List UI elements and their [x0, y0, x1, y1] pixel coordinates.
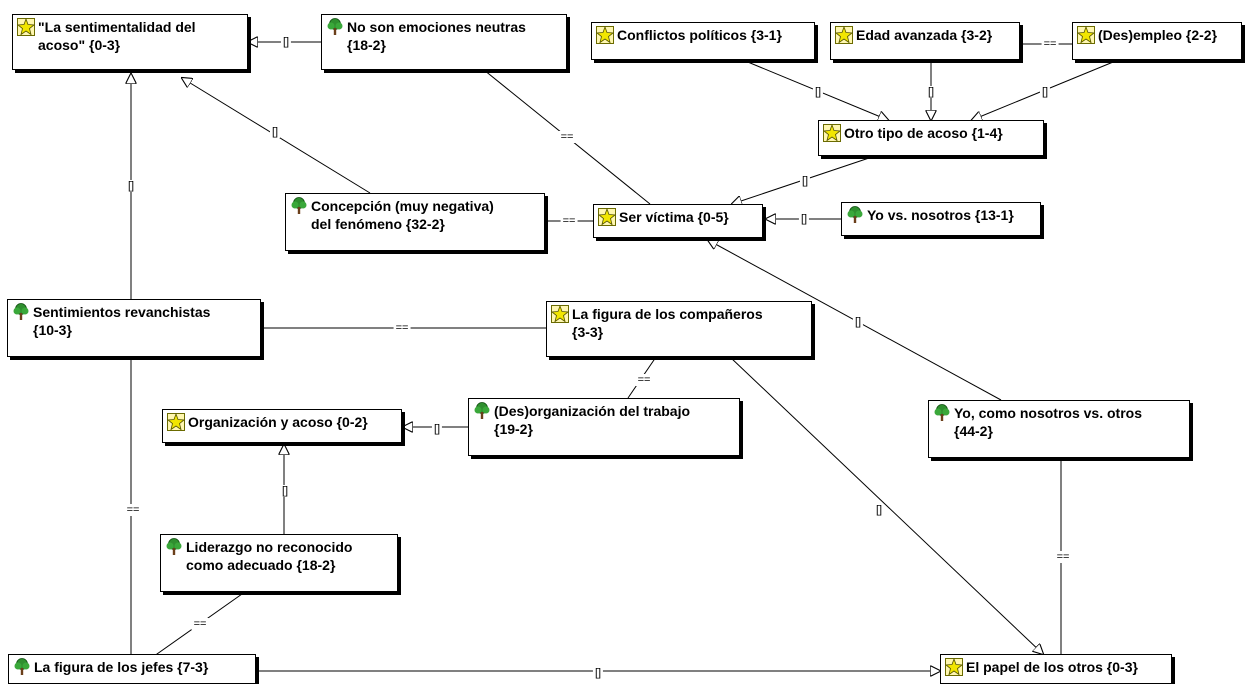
star-icon: [551, 305, 569, 323]
node-label: Yo, como nosotros vs. otros {44-2}: [954, 405, 1142, 439]
edge-relation-label: []: [279, 485, 291, 497]
edge-relation-label: []: [269, 126, 281, 138]
node-label: Concepción (muy negativa) del fenómeno {…: [311, 198, 494, 232]
node-label: Organización y acoso {0-2}: [188, 414, 368, 430]
edge-relation-label: ==: [191, 618, 209, 630]
node-otro-tipo-de-acoso[interactable]: Otro tipo de acoso {1-4}: [818, 120, 1044, 156]
edge-relation-label: []: [125, 180, 137, 192]
node-label: La figura de los jefes {7-3}: [34, 659, 209, 675]
edge-relation-label: ==: [1041, 38, 1059, 50]
node-label: El papel de los otros {0-3}: [966, 659, 1138, 675]
star-icon: [17, 18, 35, 36]
tree-icon: [846, 206, 864, 224]
node-desempleo[interactable]: (Des)empleo {2-2}: [1072, 22, 1242, 60]
edge-relation-label: ==: [635, 374, 653, 386]
node-edad-avanzada[interactable]: Edad avanzada {3-2}: [830, 22, 1020, 60]
edge-relation-label: ==: [124, 504, 142, 516]
edge-relation-label: []: [431, 423, 443, 435]
tree-icon: [933, 404, 951, 422]
node-concepcion-del-fenomeno[interactable]: Concepción (muy negativa) del fenómeno {…: [285, 193, 545, 251]
tree-icon: [12, 303, 30, 321]
tree-icon: [290, 197, 308, 215]
node-desorganizacion-del-trabajo[interactable]: (Des)organización del trabajo {19-2}: [468, 398, 740, 456]
node-papel-de-los-otros[interactable]: El papel de los otros {0-3}: [940, 654, 1172, 684]
node-yo-vs-nosotros[interactable]: Yo vs. nosotros {13-1}: [841, 202, 1041, 236]
node-label: La figura de los compañeros {3-3}: [572, 306, 763, 340]
node-conflictos-politicos[interactable]: Conflictos políticos {3-1}: [591, 22, 815, 60]
edge-relation-label: []: [798, 213, 810, 225]
edge-relation-label: []: [1039, 86, 1051, 98]
node-no-son-emociones-neutras[interactable]: No son emociones neutras {18-2}: [321, 14, 567, 70]
star-icon: [596, 26, 614, 44]
star-icon: [167, 413, 185, 431]
edge-relation-label: ==: [560, 215, 578, 227]
edge-relation-label: []: [280, 36, 292, 48]
star-icon: [945, 658, 963, 676]
node-label: Otro tipo de acoso {1-4}: [844, 125, 1003, 141]
star-icon: [823, 124, 841, 142]
tree-icon: [326, 18, 344, 36]
node-label: Sentimientos revanchistas {10-3}: [33, 304, 211, 338]
node-sentimientos-revanchistas[interactable]: Sentimientos revanchistas {10-3}: [7, 299, 261, 357]
edge-relation-label: []: [873, 504, 885, 516]
node-label: Conflictos políticos {3-1}: [617, 27, 782, 43]
node-yo-como-nosotros-vs-otros[interactable]: Yo, como nosotros vs. otros {44-2}: [928, 400, 1190, 458]
edge-relation-label: ==: [393, 322, 411, 334]
edge-figura-companeros-to-papel-otros: [729, 356, 1043, 654]
node-label: Ser víctima {0-5}: [619, 209, 729, 225]
edge-relation-label: ==: [558, 131, 576, 143]
edge-relation-label: []: [925, 86, 937, 98]
node-label: "La sentimentalidad del acoso" {0-3}: [38, 19, 196, 53]
edge-relation-label: ==: [1054, 551, 1072, 563]
node-figura-de-los-jefes[interactable]: La figura de los jefes {7-3}: [8, 654, 256, 684]
tree-icon: [165, 538, 183, 556]
node-label: (Des)organización del trabajo {19-2}: [494, 403, 691, 437]
node-liderazgo-no-reconocido[interactable]: Liderazgo no reconocido como adecuado {1…: [160, 534, 398, 592]
node-label: (Des)empleo {2-2}: [1098, 27, 1218, 43]
star-icon: [835, 26, 853, 44]
node-label: No son emociones neutras {18-2}: [347, 19, 526, 53]
edge-relation-label: []: [592, 667, 604, 679]
star-icon: [1077, 26, 1095, 44]
node-organizacion-y-acoso[interactable]: Organización y acoso {0-2}: [162, 409, 402, 443]
node-figura-de-los-companeros[interactable]: La figura de los compañeros {3-3}: [546, 301, 812, 357]
star-icon: [598, 208, 616, 226]
node-label: Edad avanzada {3-2}: [856, 27, 993, 43]
edge-relation-label: []: [852, 316, 864, 328]
node-label: Yo vs. nosotros {13-1}: [867, 207, 1014, 223]
edge-relation-label: []: [812, 86, 824, 98]
tree-icon: [473, 402, 491, 420]
node-ser-victima[interactable]: Ser víctima {0-5}: [593, 204, 763, 238]
node-sentimentalidad-del-acoso[interactable]: "La sentimentalidad del acoso" {0-3}: [12, 14, 248, 70]
tree-icon: [13, 658, 31, 676]
node-label: Liderazgo no reconocido como adecuado {1…: [186, 539, 353, 573]
edge-relation-label: []: [799, 175, 811, 187]
